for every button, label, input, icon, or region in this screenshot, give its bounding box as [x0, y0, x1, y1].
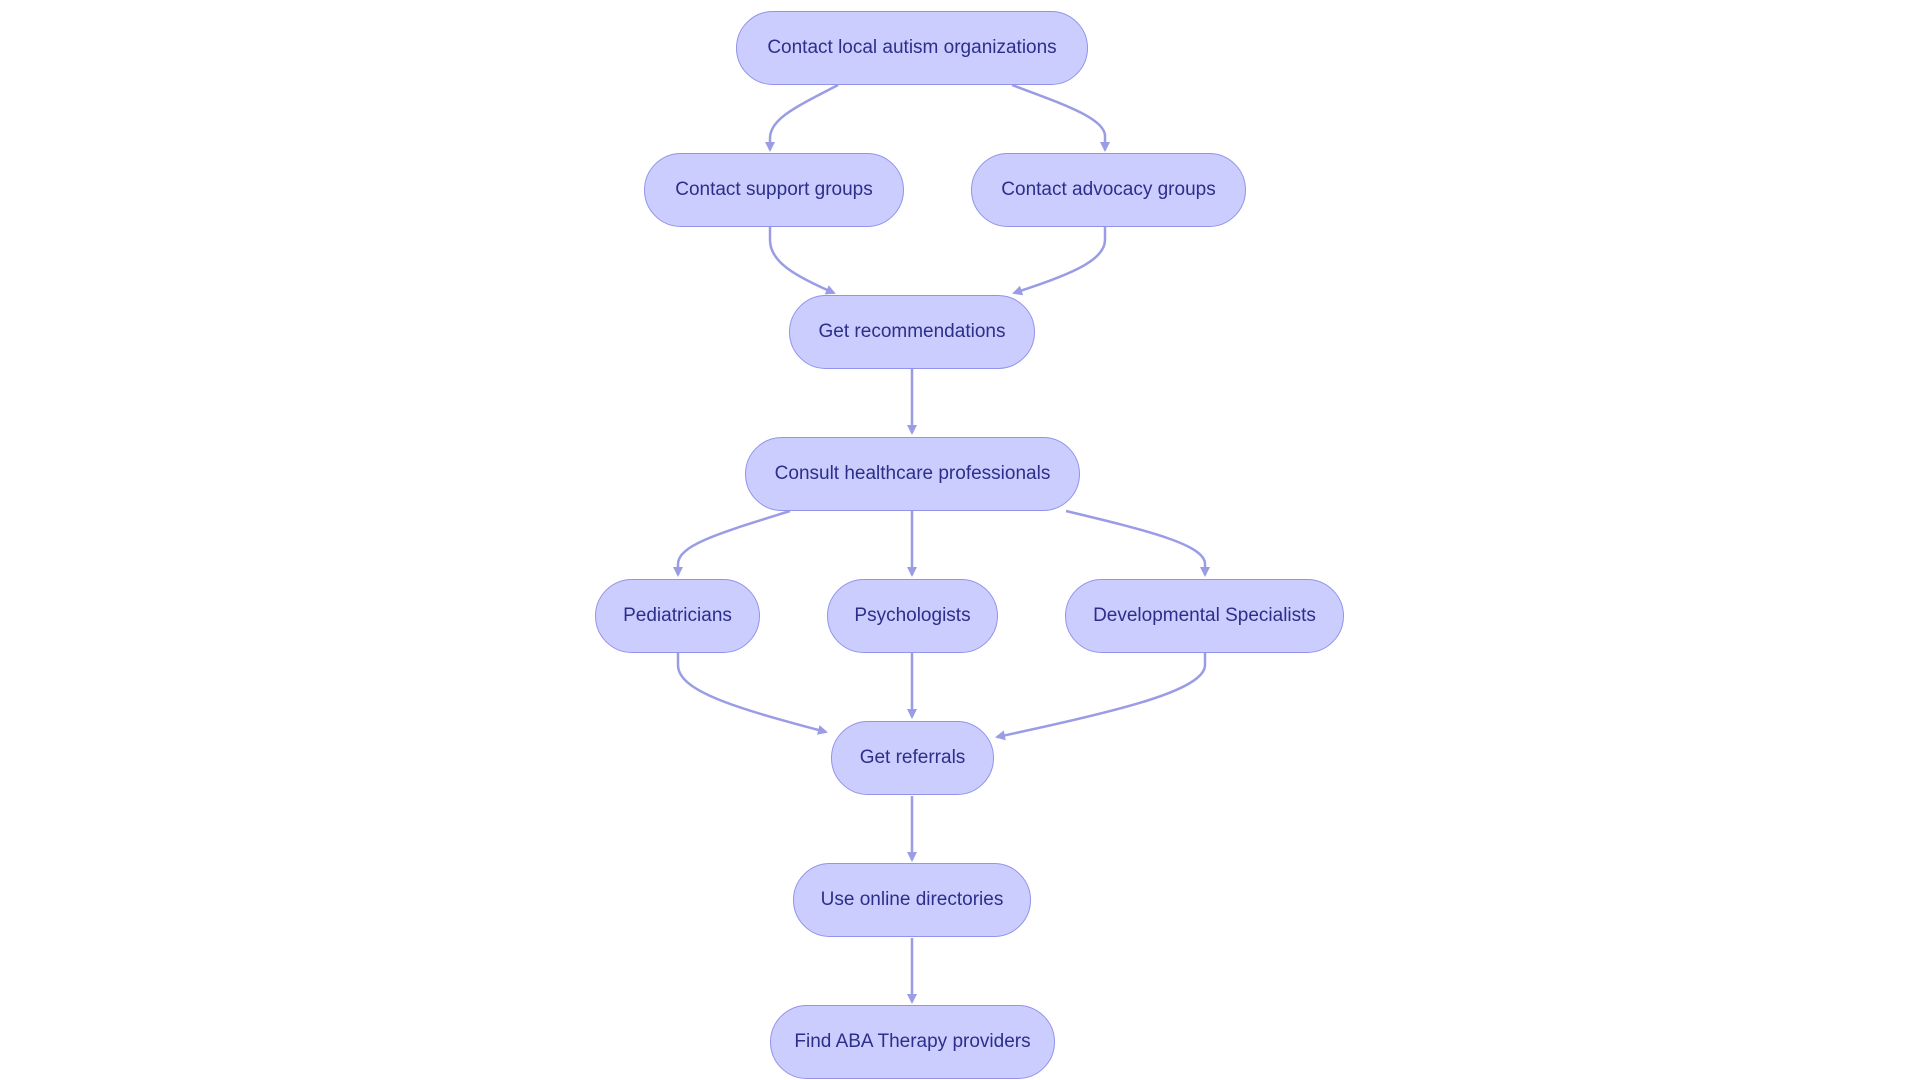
edge-contact-local-to-contact-support: [765, 83, 839, 152]
edge-developmental-specialists-to-get-referrals: [995, 653, 1207, 741]
node-psychologists: Psychologists: [827, 579, 998, 653]
node-contact-advocacy-groups: Contact advocacy groups: [971, 153, 1246, 227]
node-get-referrals: Get referrals: [831, 721, 994, 795]
edge-consult-healthcare-to-pediatricians: [673, 509, 791, 577]
edge-consult-healthcare-to-developmental-specialists: [1065, 509, 1210, 577]
node-developmental-specialists: Developmental Specialists: [1065, 579, 1344, 653]
node-find-aba-therapy-providers: Find ABA Therapy providers: [770, 1005, 1055, 1079]
node-contact-support-groups: Contact support groups: [644, 153, 904, 227]
node-get-recommendations: Get recommendations: [789, 295, 1035, 369]
edge-pediatricians-to-get-referrals: [676, 653, 828, 735]
node-consult-healthcare-professionals: Consult healthcare professionals: [745, 437, 1080, 511]
edge-contact-local-to-contact-advocacy: [1011, 83, 1110, 152]
edge-contact-support-to-get-recommendations: [768, 227, 836, 295]
node-contact-local-autism-organizations: Contact local autism organizations: [736, 11, 1088, 85]
edge-contact-advocacy-to-get-recommendations: [1012, 227, 1107, 296]
node-use-online-directories: Use online directories: [793, 863, 1031, 937]
node-pediatricians: Pediatricians: [595, 579, 760, 653]
